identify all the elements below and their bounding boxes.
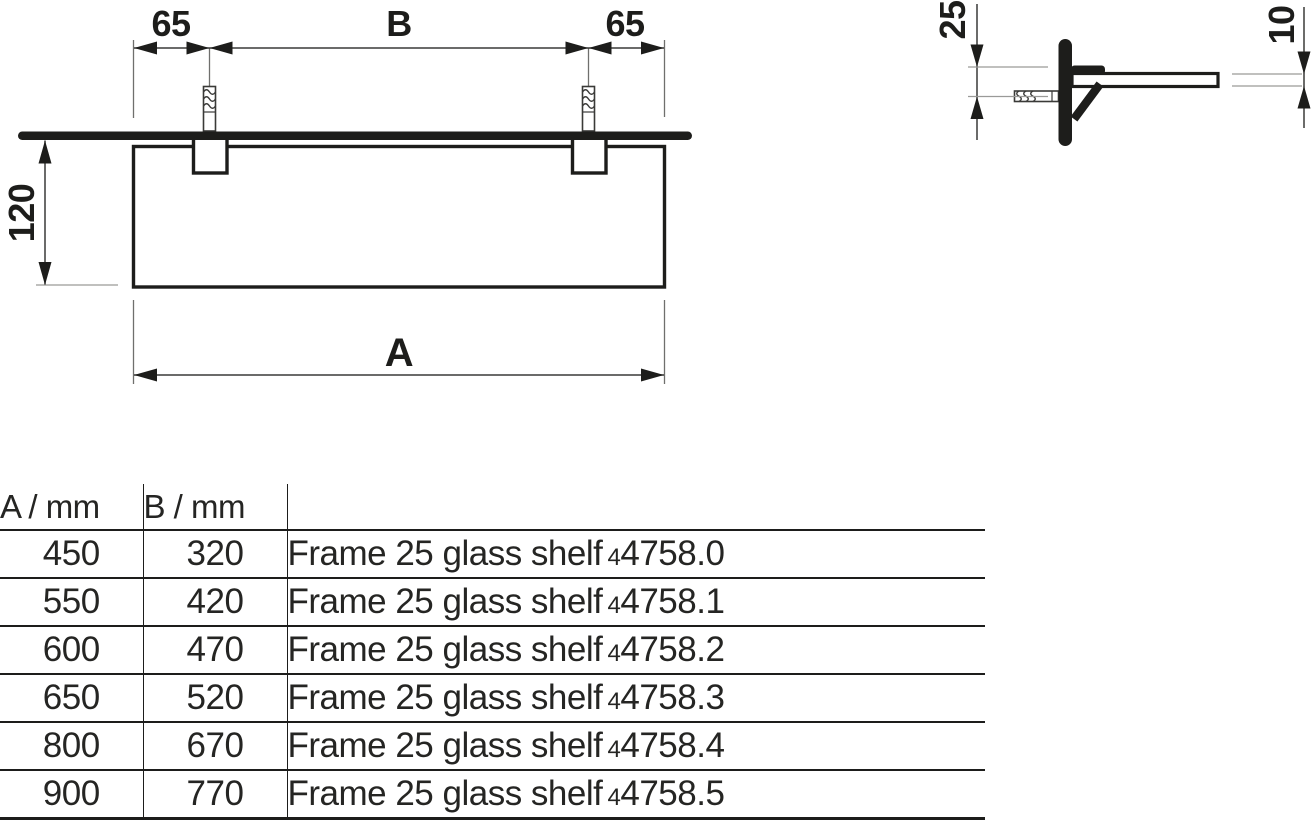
table-header-row: A / mm B / mm xyxy=(0,484,985,531)
article-number: 44758.0 xyxy=(608,534,725,573)
product-name: Frame 25 glass shelf xyxy=(287,726,603,765)
header-a-mm: A / mm xyxy=(0,484,143,531)
technical-drawing: 65 B 65 120 A xyxy=(1,0,1311,384)
bracket-right xyxy=(570,136,608,175)
dimension-offset-25: 25 xyxy=(932,0,1048,140)
article-number-main: 4758.5 xyxy=(620,774,725,813)
bracket-left xyxy=(191,136,229,175)
cell-dimension-b: 320 xyxy=(142,530,287,579)
article-number-main: 4758.4 xyxy=(620,726,725,765)
article-number-prefix: 4 xyxy=(607,544,621,571)
product-name: Frame 25 glass shelf xyxy=(287,630,603,669)
cell-dimension-a: 650 xyxy=(0,674,143,723)
article-number-main: 4758.3 xyxy=(620,678,725,717)
article-number-prefix: 4 xyxy=(607,736,621,763)
cell-dimension-b: 770 xyxy=(142,770,287,820)
cell-dimension-a: 800 xyxy=(0,722,143,771)
wall-anchor-left xyxy=(202,85,217,132)
cell-dimension-a: 900 xyxy=(0,770,143,820)
product-name: Frame 25 glass shelf xyxy=(287,534,603,573)
cell-dimension-a: 450 xyxy=(0,530,143,579)
cell-dimension-b: 670 xyxy=(142,722,287,771)
article-number: 44758.3 xyxy=(608,678,725,717)
article-number: 44758.4 xyxy=(608,726,725,765)
dimension-top-chain: 65 B 65 xyxy=(132,3,666,118)
cell-dimension-a: 600 xyxy=(0,626,143,675)
dim-label-span-b: B xyxy=(386,3,412,44)
article-number: 44758.2 xyxy=(608,630,725,669)
dim-label-width: A xyxy=(385,331,413,375)
dim-label-thickness-10: 10 xyxy=(1261,5,1302,44)
dim-label-height: 120 xyxy=(1,184,42,243)
cell-dimension-a: 550 xyxy=(0,578,143,627)
glass-panel-side xyxy=(1070,71,1220,89)
dimension-width-a: A xyxy=(132,300,666,384)
side-view-drawing: 25 10 xyxy=(932,0,1311,146)
cell-dimension-b: 520 xyxy=(142,674,287,723)
dimension-height-120: 120 xyxy=(1,140,118,286)
product-name: Frame 25 glass shelf xyxy=(287,774,603,813)
dim-label-offset-right: 65 xyxy=(605,3,645,44)
wall-anchor-right xyxy=(581,85,596,132)
cell-dimension-b: 420 xyxy=(142,578,287,627)
article-number-main: 4758.2 xyxy=(620,630,725,669)
size-table: A / mm B / mm 450 320 Frame 25 glass she… xyxy=(0,484,985,820)
support-strut xyxy=(1070,81,1104,122)
dim-label-offset-left: 65 xyxy=(151,3,191,44)
article-number: 44758.5 xyxy=(608,774,725,813)
cell-dimension-b: 470 xyxy=(142,626,287,675)
dim-label-offset-25: 25 xyxy=(932,0,973,40)
article-number: 44758.1 xyxy=(608,582,725,621)
article-number-prefix: 4 xyxy=(607,640,621,667)
article-number-main: 4758.0 xyxy=(620,534,725,573)
wall-plate xyxy=(1058,39,1072,146)
article-number-main: 4758.1 xyxy=(620,582,725,621)
product-name: Frame 25 glass shelf xyxy=(287,582,603,621)
article-number-prefix: 4 xyxy=(607,784,621,811)
shelf-profile-bar xyxy=(18,131,692,140)
article-number-prefix: 4 xyxy=(607,592,621,619)
clamp-profile-side xyxy=(1071,65,1105,75)
product-name: Frame 25 glass shelf xyxy=(287,678,603,717)
dimension-thickness-10: 10 xyxy=(1232,5,1311,128)
size-table-section: A / mm B / mm 450 320 Frame 25 glass she… xyxy=(0,484,985,820)
front-view-drawing: 65 B 65 120 A xyxy=(1,3,692,384)
header-b-mm: B / mm xyxy=(142,484,287,531)
article-number-prefix: 4 xyxy=(607,688,621,715)
header-product xyxy=(286,484,985,531)
